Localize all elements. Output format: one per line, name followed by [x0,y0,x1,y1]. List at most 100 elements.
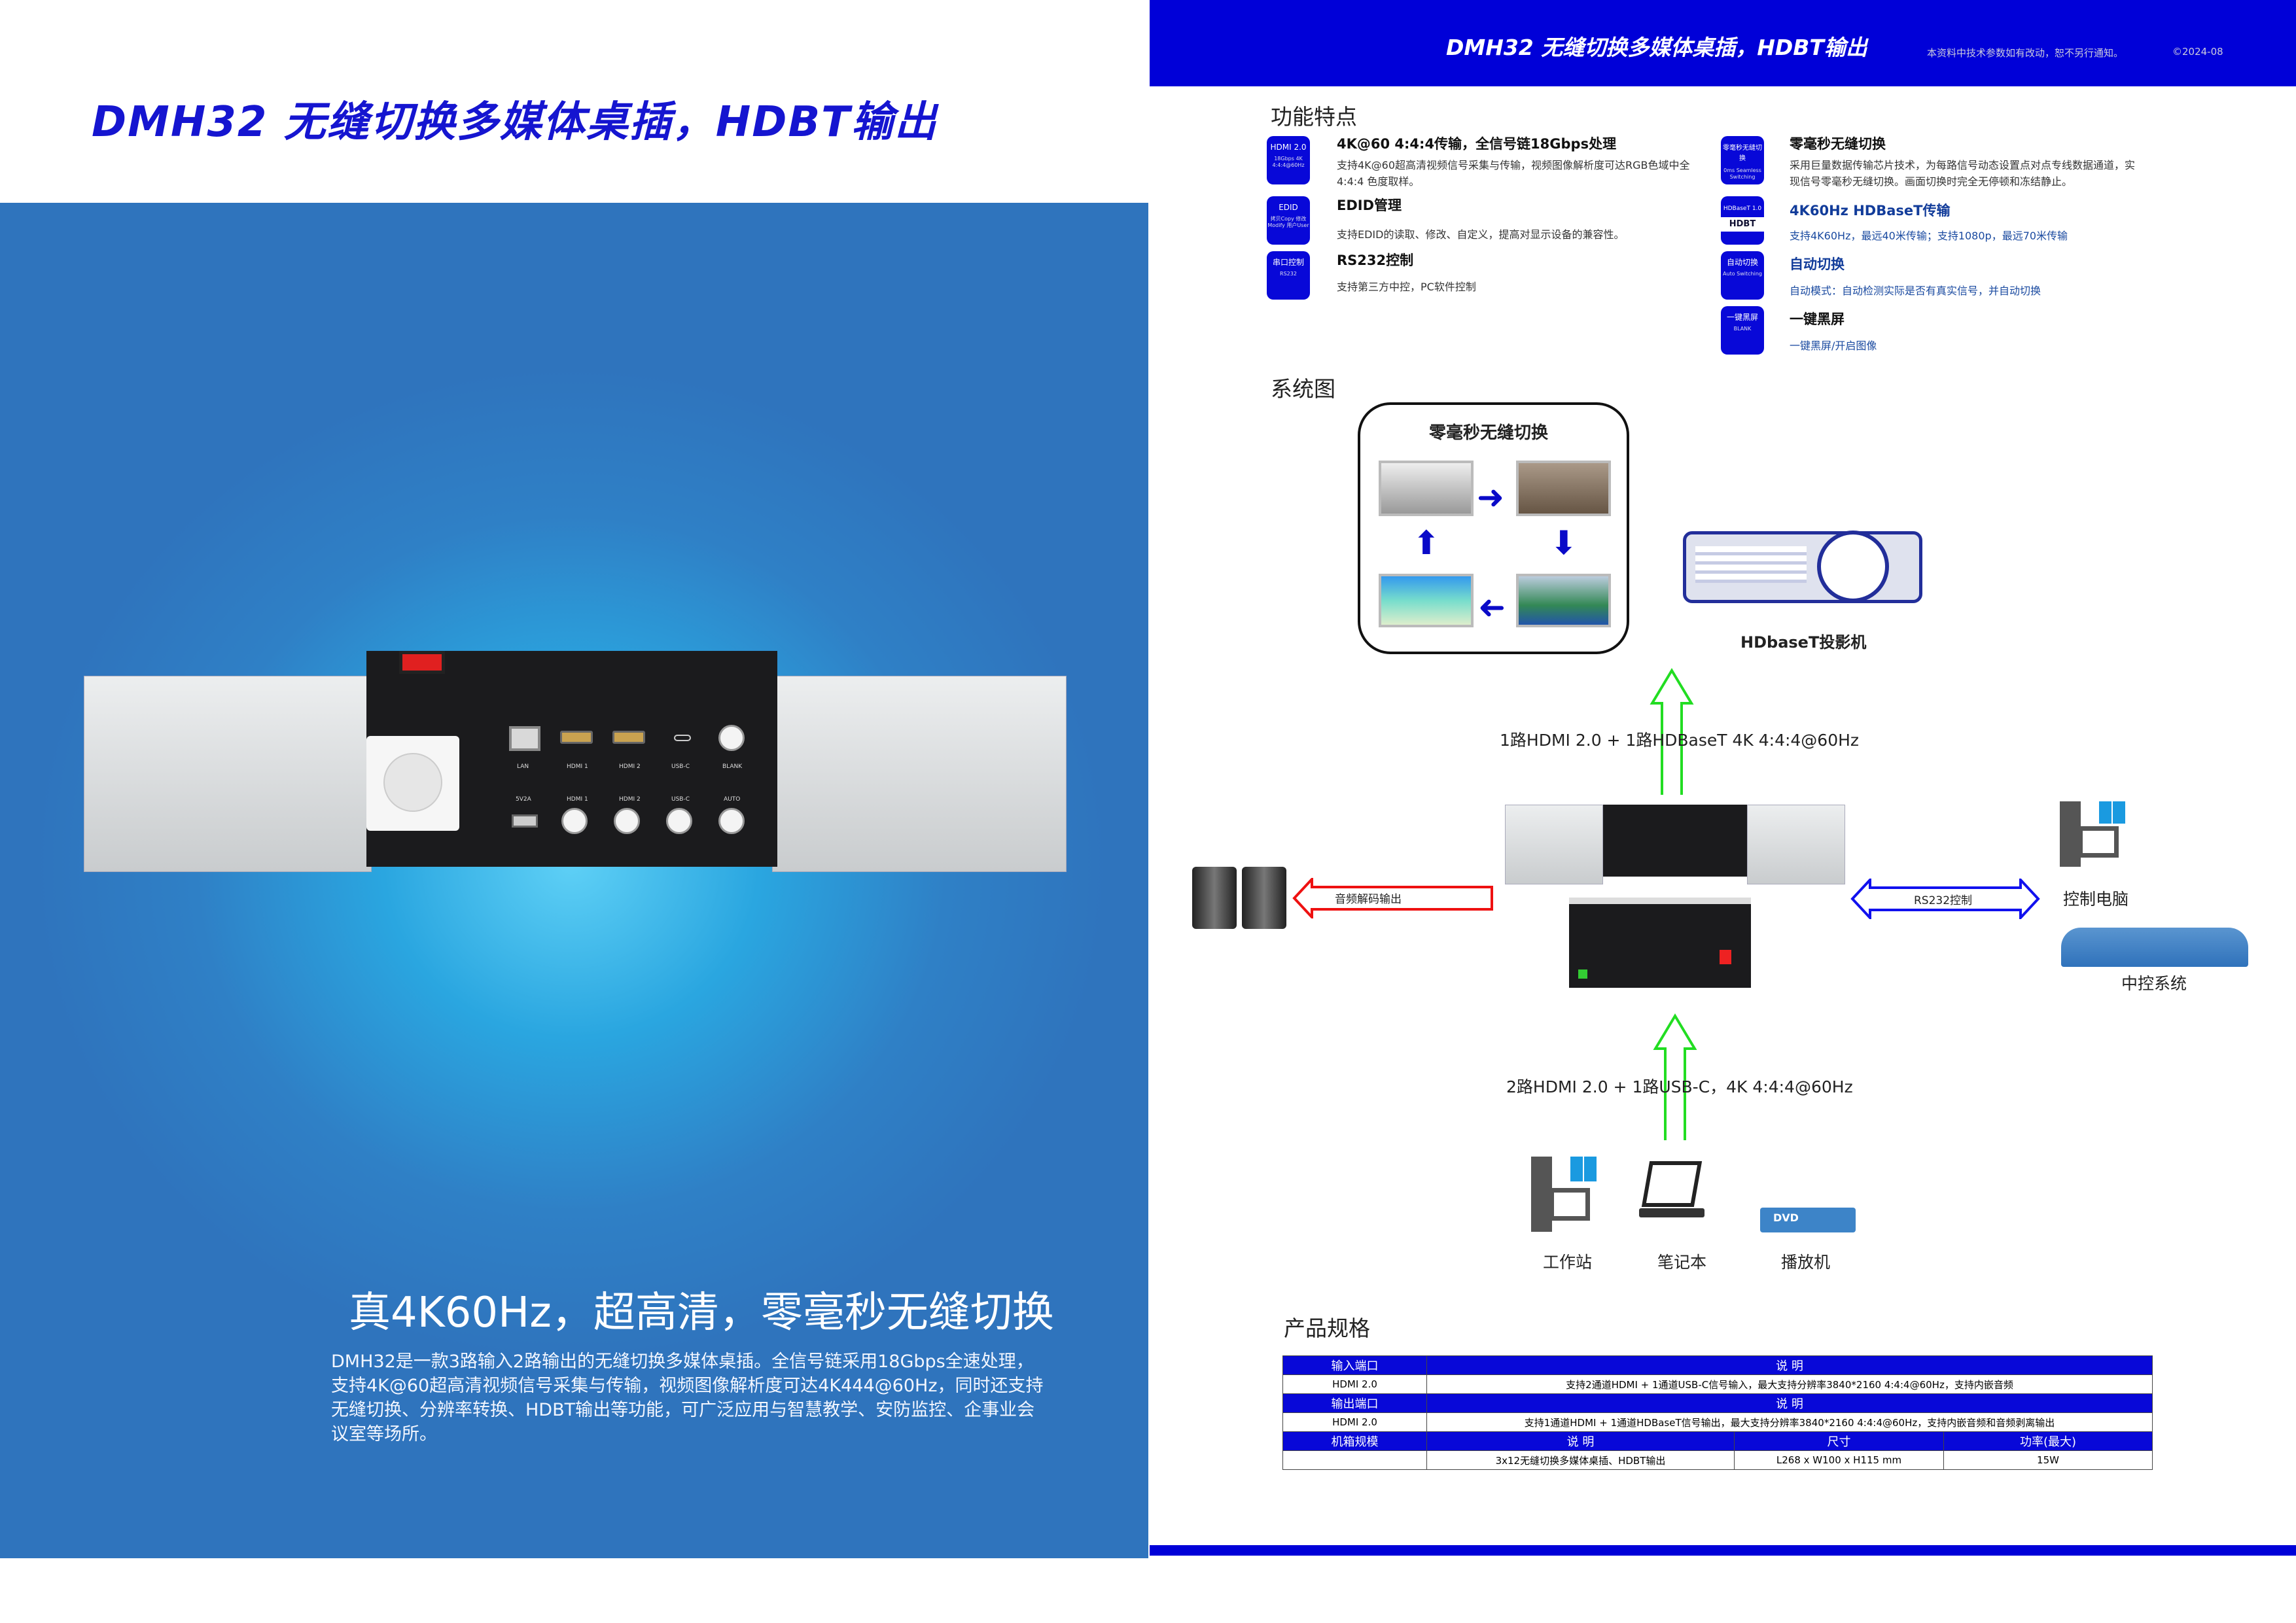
device-front-image [1505,805,1845,884]
laptop-icon [1639,1161,1704,1233]
icon-sublabel: 18Gbps 4K 4:4:4@60Hz [1272,156,1305,168]
control-pc-label: 控制电脑 [2063,890,2129,909]
arrow-down-icon: ⬇ [1550,524,1578,562]
icon-label: HDBaseT 1.0 [1723,205,1762,212]
feature-title: EDID管理 [1337,198,1402,213]
port-label: USB-C [671,796,690,803]
icon-sublabel: BLANK [1733,326,1752,332]
table-header-row: 输出端口说 明 [1282,1393,2153,1413]
rs232-arrow-icon [1850,879,2040,919]
table-cell: HDMI 2.0 [1282,1374,1427,1394]
edid-icon: EDID 拷贝Copy 修改Modify 用户User [1267,196,1310,245]
icon-label: 自动切换 [1726,258,1758,267]
device-rear-image [1569,898,1751,988]
table-header: 说 明 [1426,1431,1735,1451]
icon-sublabel: 0ms Seamless Switching [1723,167,1761,180]
product-image: LAN HDMI 1 HDMI 2 USB-C BLANK 5V2A HDMI … [84,644,1067,880]
audio-label: 音频解码输出 [1335,893,1402,906]
table-header-row: 输入端口说 明 [1282,1355,2153,1375]
feature-desc: 采用巨量数据传输芯片技术，为每路信号动态设置点对点专线数据通道，实现信号零毫秒无… [1790,159,2136,188]
table-header: 说 明 [1426,1393,2153,1413]
rs232-label: RS232控制 [1914,894,1973,907]
table-cell: 支持1通道HDMI + 1通道HDBaseT信号输出，最大支持分辨率3840*2… [1426,1412,2153,1432]
arrow-left-icon: ➜ [1478,588,1506,626]
feature-desc: 支持第三方中控，PC软件控制 [1337,281,1476,293]
control-pc-icon [2060,801,2132,870]
projector-icon [1683,531,1922,603]
icon-sublabel: 拷贝Copy 修改Modify 用户User [1267,216,1309,228]
monitor-icon [1379,574,1474,627]
feature-title: RS232控制 [1337,253,1414,268]
icon-label: 一键黑屏 [1726,313,1758,322]
table-header: 输出端口 [1282,1393,1427,1413]
features-heading: 功能特点 [1271,104,1357,130]
workstation-icon [1531,1157,1597,1235]
central-control-label: 中控系统 [2121,974,2187,993]
icon-sublabel: Auto Switching [1723,271,1762,277]
central-control-icon [2061,928,2248,967]
header-band [1150,0,2296,86]
icon-sublabel: RS232 [1280,271,1297,277]
header-title: DMH32 无缝切换多媒体桌插，HDBT输出 [1446,35,1867,60]
switch-box-title: 零毫秒无缝切换 [1429,423,1549,443]
icon-label: 串口控制 [1272,258,1304,267]
speakers-icon [1192,867,1288,929]
table-cell: L268 x W100 x H115 mm [1734,1450,1944,1470]
audio-arrow-icon [1292,878,1493,918]
table-cell: 15W [1943,1450,2153,1470]
table-cell [1282,1450,1427,1470]
headline: 真4K60Hz，超高清，零毫秒无缝切换 [349,1289,1054,1337]
specs-heading: 产品规格 [1284,1316,1370,1341]
copyright-date: ©2024-08 [2172,46,2223,58]
port-label: LAN [517,763,529,770]
disclaimer: 本资料中技术参数如有改动，恕不另行通知。 [1927,47,2124,59]
feature-title: 4K@60 4:4:4传输，全信号链18Gbps处理 [1337,136,1617,152]
dvd-label: DVD [1773,1212,1799,1224]
port-label: HDMI 1 [567,796,588,803]
port-label: HDMI 1 [567,763,588,770]
feature-desc: 自动模式：自动检测实际是否有真实信号，并自动切换 [1790,285,2041,297]
input-arrow-icon [1653,1013,1697,1140]
source-label: 工作站 [1543,1253,1593,1272]
port-label: 5V2A [516,796,531,803]
icon-label: HDMI 2.0 [1270,143,1307,152]
dvd-player-icon: DVD [1760,1208,1856,1232]
table-header-row: 机箱规模说 明尺寸功率(最大) [1282,1431,2153,1451]
system-heading: 系统图 [1271,376,1335,402]
icon-label: EDID [1279,203,1298,212]
arrow-right-icon: ➜ [1477,478,1504,516]
monitor-icon [1516,574,1611,627]
port-label: HDMI 2 [619,763,641,770]
table-header: 功率(最大) [1943,1431,2153,1451]
output-label: 1路HDMI 2.0 + 1路HDBaseT 4K 4:4:4@60Hz [1500,731,1860,750]
port-label: AUTO [724,796,741,803]
port-label: BLANK [722,763,743,770]
icon-sublabel: HDBT [1721,217,1764,232]
seamless-switch-box: 零毫秒无缝切换 ➜ ⬇ ➜ ⬆ [1358,402,1629,654]
table-header: 尺寸 [1734,1431,1944,1451]
feature-desc: 一键黑屏/开启图像 [1790,340,1877,352]
table-cell: 支持2通道HDMI + 1通道USB-C信号输入，最大支持分辨率3840*216… [1426,1374,2153,1394]
feature-title: 一键黑屏 [1790,311,1845,327]
source-label: 播放机 [1781,1253,1831,1272]
table-cell: HDMI 2.0 [1282,1412,1427,1432]
hdmi-icon: HDMI 2.0 18Gbps 4K 4:4:4@60Hz [1267,136,1310,184]
arrow-up-icon: ⬆ [1413,524,1440,562]
monitor-icon [1379,461,1474,516]
hero-background [0,203,1148,1558]
feature-title: 零毫秒无缝切换 [1790,136,1886,152]
table-header: 说 明 [1426,1355,2153,1375]
feature-title: 4K60Hz HDBaseT传输 [1790,203,1951,218]
feature-desc: 支持EDID的读取、修改、自定义，提高对显示设备的兼容性。 [1337,228,1625,241]
table-header: 输入端口 [1282,1355,1427,1375]
projector-label: HDbaseT投影机 [1740,633,1867,652]
port-label: HDMI 2 [619,796,641,803]
source-label: 笔记本 [1657,1253,1707,1272]
auto-switch-icon: 自动切换 Auto Switching [1721,251,1764,300]
table-header: 机箱规模 [1282,1431,1427,1451]
page-title: DMH32 无缝切换多媒体桌插，HDBT输出 [92,98,938,147]
